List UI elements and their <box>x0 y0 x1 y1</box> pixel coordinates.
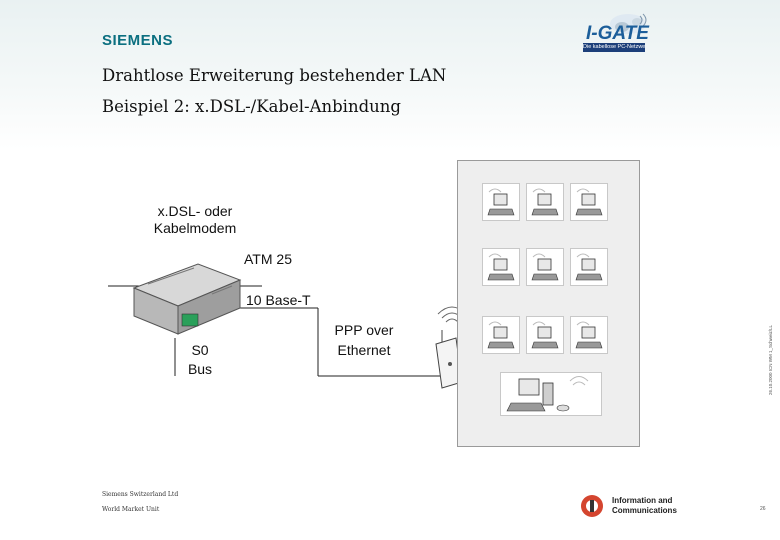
atm-label: ATM 25 <box>244 251 292 267</box>
s0-label-line-2: Bus <box>187 361 213 377</box>
ethernet-label: 10 Base-T <box>246 292 311 308</box>
igate-logo-text: I-GATE <box>586 23 649 44</box>
workstation-icon <box>482 183 520 221</box>
ic-logo-text-line-2: Communications <box>612 506 677 515</box>
footer-company-line-1: Siemens Switzerland Ltd <box>102 491 179 498</box>
workstation-icon <box>526 248 564 286</box>
igate-tagline: Die kabellose PC-Netzwerk <box>583 43 645 52</box>
workstation-icon <box>570 248 608 286</box>
siemens-logo: SIEMENS <box>102 32 174 49</box>
slide-title-line-1: Drahtlose Erweiterung bestehender LAN <box>102 66 447 85</box>
igate-logo-mark <box>610 13 647 34</box>
modem-label-line-2: Kabelmodem <box>153 220 237 236</box>
desktop-pc-icon <box>500 372 602 416</box>
modem-icon <box>132 263 242 335</box>
slide-title-line-2: Beispiel 2: x.DSL-/Kabel-Anbindung <box>102 97 401 116</box>
modem-label-line-1: x.DSL- oder <box>157 203 233 219</box>
workstation-icon <box>482 248 520 286</box>
workstation-icon <box>482 316 520 354</box>
workstation-icon <box>526 316 564 354</box>
footer-company-line-2: World Market Unit <box>102 506 160 513</box>
ic-logo-text-line-1: Information and <box>612 496 673 505</box>
page-number: 26 <box>760 506 766 512</box>
s0-label-line-1: S0 <box>191 342 209 358</box>
pppoe-label-line-2: Ethernet <box>337 342 391 358</box>
workstation-icon <box>570 183 608 221</box>
header-background <box>0 0 780 150</box>
pppoe-label-line-1: PPP over <box>334 322 394 338</box>
side-document-info: 26.10.2000 ICN WM 1_Schweiz/LL <box>768 324 773 395</box>
workstation-icon <box>526 183 564 221</box>
workstation-icon <box>570 316 608 354</box>
ic-logo-icon <box>581 495 603 517</box>
